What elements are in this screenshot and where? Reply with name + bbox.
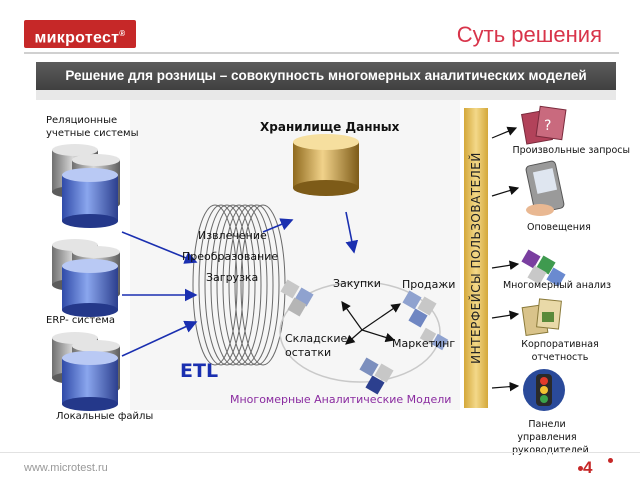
output-queries-label: Произвольные запросы — [512, 145, 630, 156]
warehouse-label: Хранилище Данных — [260, 120, 400, 134]
arrow-to-stock — [345, 329, 363, 345]
footer-divider — [0, 452, 640, 453]
model-stock-label: Складские остатки — [285, 332, 348, 359]
local-files-db-icon — [52, 332, 120, 411]
user-interfaces-bar — [464, 108, 488, 408]
page-title: Суть решения — [456, 22, 602, 47]
model-sales-label: Продажи — [402, 278, 456, 291]
models-ring — [279, 281, 441, 383]
user-interfaces-label-wrap: ИНТЕРФЕЙСЫ ПОЛЬЗОВАТЕЛЕЙ — [464, 108, 488, 408]
logo-registered-mark: ® — [119, 29, 126, 38]
cube-purchases-icon — [280, 279, 314, 317]
section-banner: Решение для розницы – совокупность много… — [36, 62, 616, 100]
pda-alerts-icon — [525, 160, 565, 216]
logo-text: микротест — [34, 29, 120, 47]
header-divider — [24, 52, 619, 54]
query-cards-icon: ? — [521, 105, 567, 145]
output-alerts-label: Оповещения — [527, 222, 591, 233]
arrow-to-queries — [491, 126, 518, 139]
etl-extract-label: Извлечение — [198, 229, 267, 242]
output-reports-label: Корпоративная отчетность — [521, 339, 599, 363]
cube-sales-icon — [402, 290, 437, 328]
olap-cubes-icon — [521, 249, 566, 287]
arrow-to-alerts — [491, 185, 520, 197]
source-erp-label: ERP- система — [46, 315, 116, 326]
arrow-to-dashboards — [491, 381, 520, 392]
etl-load-label: Загрузка — [206, 271, 259, 284]
footer-url: www.microtest.ru — [24, 462, 108, 474]
dashboard-traffic-light-icon — [523, 369, 565, 411]
relational-db-icon — [52, 144, 120, 228]
model-purchases-label: Закупки — [333, 277, 381, 290]
svg-text:?: ? — [544, 118, 551, 134]
arrow-to-sales — [361, 303, 401, 331]
output-olap-label: Многомерный анализ — [502, 280, 612, 291]
arrow-relational-to-etl — [121, 231, 198, 264]
etl-transform-label: Преобразование — [182, 250, 279, 263]
source-relational-label: Реляционные учетные системы — [46, 115, 139, 139]
arrow-to-purchases — [341, 301, 363, 331]
erp-db-icon — [52, 239, 120, 317]
arrow-warehouse-to-models — [345, 211, 359, 254]
arrow-to-marketing — [361, 329, 396, 343]
brand-logo: микротест® — [24, 20, 136, 48]
arrow-etl-to-warehouse — [262, 218, 294, 233]
arrow-to-reports — [491, 310, 520, 321]
models-caption: Многомерные Аналитические Модели — [230, 393, 452, 406]
source-local-label: Локальные файлы — [56, 411, 154, 422]
reports-icon — [521, 298, 562, 336]
arrow-to-olap — [491, 260, 520, 271]
cube-stock-icon — [359, 357, 394, 395]
etl-label: ETL — [180, 360, 219, 382]
output-dashboards-label: Панели управления руководителей — [512, 419, 589, 456]
page-number: 4 — [583, 458, 593, 477]
warehouse-db-icon — [293, 134, 359, 196]
cube-marketing-icon — [419, 327, 449, 351]
arrow-local-to-etl — [121, 320, 198, 357]
page-dot-right — [608, 458, 613, 463]
model-marketing-label: Маркетинг — [392, 337, 456, 350]
page-dot-left — [578, 466, 583, 471]
user-interfaces-label: ИНТЕРФЕЙСЫ ПОЛЬЗОВАТЕЛЕЙ — [469, 152, 483, 364]
